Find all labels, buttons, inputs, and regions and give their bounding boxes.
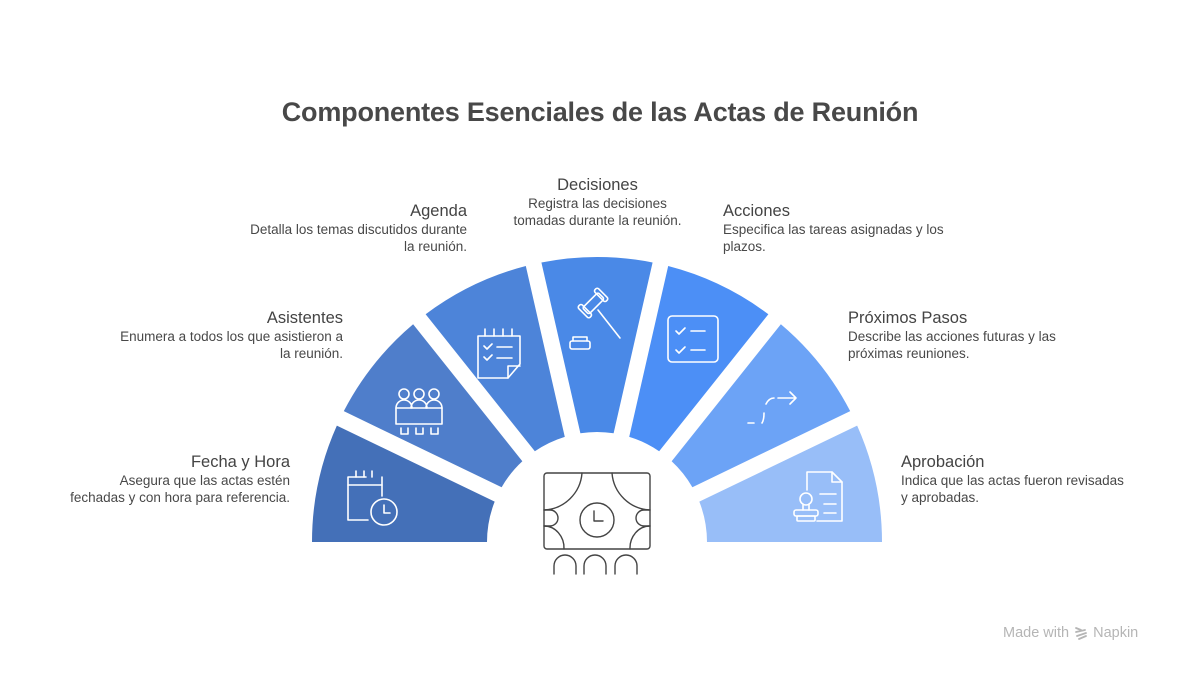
component-description: próximas reuniones.	[848, 346, 970, 361]
component-description: Enumera a todos los que asistieron a	[120, 329, 343, 344]
component-title: Decisiones	[557, 176, 638, 194]
component-description: Indica que las actas fueron revisadas	[901, 473, 1124, 488]
component-title: Próximos Pasos	[848, 309, 968, 327]
component-description: Describe las acciones futuras y las	[848, 329, 1056, 344]
component-agenda: Agenda Detalla los temas discutidos dura…	[250, 201, 467, 255]
segment-proximos	[671, 324, 851, 488]
napkin-brand-text: Napkin	[1093, 625, 1139, 641]
component-aprobacion: Aprobación Indica que las actas fueron r…	[901, 452, 1124, 506]
component-decisiones: Decisiones Registra las decisiones tomad…	[475, 175, 720, 229]
component-fecha-y-hora: Fecha y Hora Asegura que las actas estén…	[70, 452, 290, 506]
component-description: Detalla los temas discutidos durante	[250, 222, 467, 237]
component-acciones: Acciones Especifica las tareas asignadas…	[723, 201, 944, 255]
component-description: fechadas y con hora para referencia.	[70, 490, 290, 505]
component-proximos-pasos: Próximos Pasos Describe las acciones fut…	[848, 308, 1056, 362]
segment-acciones	[629, 266, 769, 452]
segment-fecha	[312, 425, 495, 542]
component-description: Especifica las tareas asignadas y los	[723, 222, 944, 237]
gavel-icon	[569, 287, 621, 350]
path-arrow-icon	[747, 391, 797, 424]
component-title: Asistentes	[266, 309, 343, 327]
calendar-clock-icon	[347, 470, 398, 526]
napkin-logo-icon	[1075, 627, 1087, 640]
segment-asistentes	[343, 324, 523, 488]
component-description: la reunión.	[279, 346, 343, 361]
component-description: Asegura que las actas estén	[119, 473, 290, 488]
task-checklist-icon	[667, 315, 719, 363]
component-description: Registra las decisiones	[528, 196, 667, 211]
segment-decisiones	[541, 257, 653, 434]
meeting-room-clock-icon	[543, 472, 651, 575]
stamp-document-icon	[793, 471, 843, 522]
page-title: Componentes Esenciales de las Actas de R…	[281, 97, 919, 127]
component-asistentes: Asistentes Enumera a todos los que asist…	[120, 308, 343, 362]
component-title: Acciones	[723, 202, 790, 220]
component-description: y aprobadas.	[901, 490, 980, 505]
made-with-text: Made with	[1003, 625, 1070, 641]
component-title: Agenda	[410, 202, 467, 220]
component-description: plazos.	[723, 239, 766, 254]
segment-agenda	[425, 266, 565, 452]
agenda-checklist-icon	[477, 328, 521, 379]
component-title: Aprobación	[901, 453, 985, 471]
attendees-icon	[395, 388, 443, 435]
component-title: Fecha y Hora	[190, 453, 290, 471]
made-with-napkin-badge[interactable]: Made with Napkin	[1003, 625, 1138, 641]
component-description: tomadas durante la reunión.	[513, 213, 682, 228]
component-description: la reunión.	[403, 239, 467, 254]
